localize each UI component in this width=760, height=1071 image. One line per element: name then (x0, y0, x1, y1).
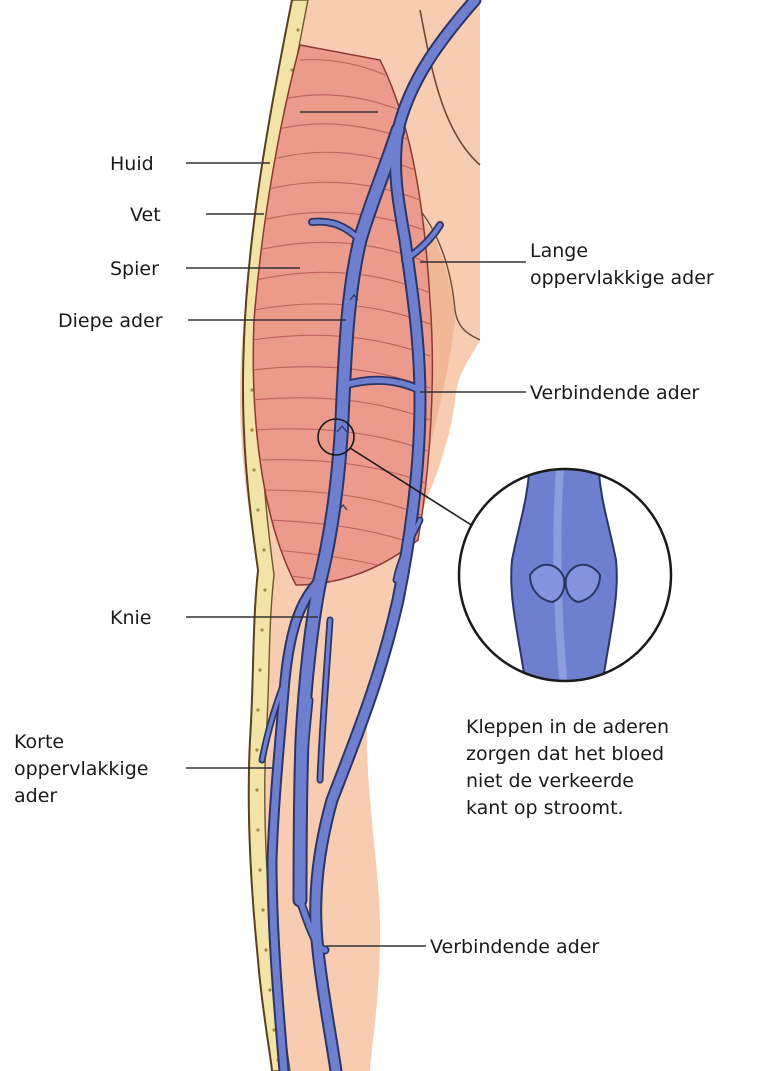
valve-closeup (459, 460, 671, 700)
caption: Kleppen in de aderen zorgen dat het bloe… (466, 716, 669, 819)
label-lange-ader-1: Lange (530, 240, 588, 262)
caption-line-3: niet de verkeerde (466, 770, 634, 792)
caption-line-2: zorgen dat het bloed (466, 743, 664, 765)
label-diepe-ader: Diepe ader (58, 310, 163, 332)
label-spier: Spier (110, 258, 159, 280)
label-knie: Knie (110, 607, 151, 629)
label-korte-ader-3: ader (14, 785, 57, 807)
label-vet: Vet (130, 204, 161, 226)
label-korte-ader-2: oppervlakkige (14, 758, 148, 780)
label-verbindende-ader-boven: Verbindende ader (530, 382, 699, 404)
label-lange-ader-2: oppervlakkige ader (530, 267, 714, 289)
label-verbindende-ader-onder: Verbindende ader (430, 936, 599, 958)
label-huid: Huid (110, 153, 154, 175)
label-korte-ader-1: Korte (14, 731, 64, 753)
caption-line-1: Kleppen in de aderen (466, 716, 669, 738)
caption-line-4: kant op stroomt. (466, 797, 624, 819)
